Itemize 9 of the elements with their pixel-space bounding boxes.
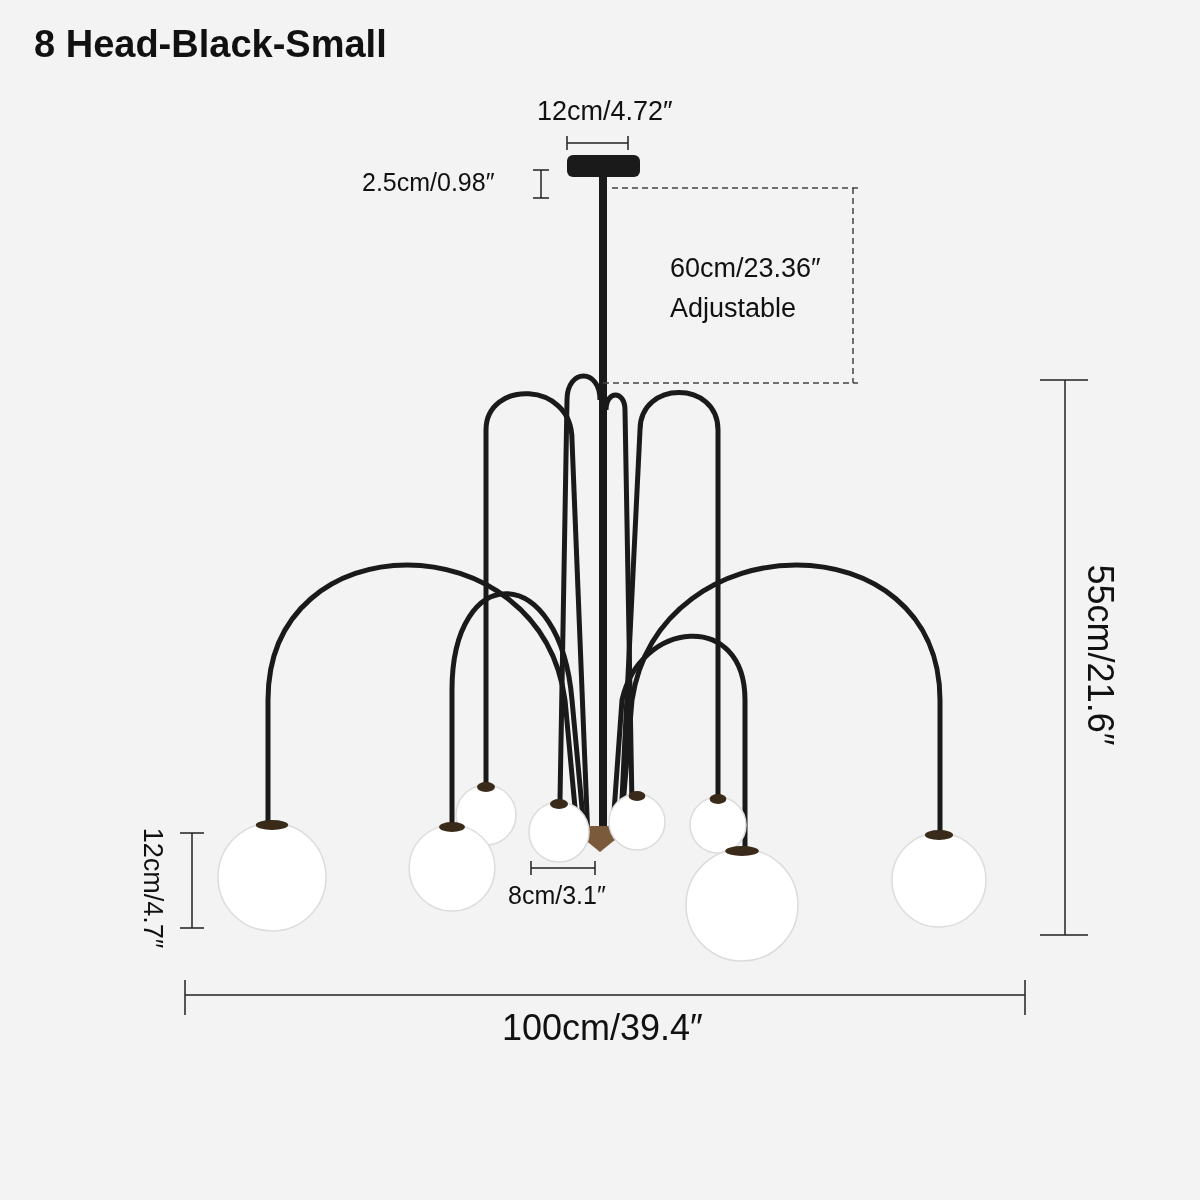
dimension-label: 55cm/21.6″ [1082,564,1118,746]
dimension-label: 100cm/39.4″ [502,1010,703,1046]
dimension-label: 12cm/4.72″ [537,98,673,125]
dimension-label: 8cm/3.1″ [508,883,606,908]
dimension-label: 12cm/4.7″ [138,827,166,949]
dimension-label: 2.5cm/0.98″ [362,170,495,195]
dimension-label: 60cm/23.36″ [670,255,821,282]
dimension-label: Adjustable [670,295,797,322]
title: 8 Head-Black-Small [34,22,387,67]
